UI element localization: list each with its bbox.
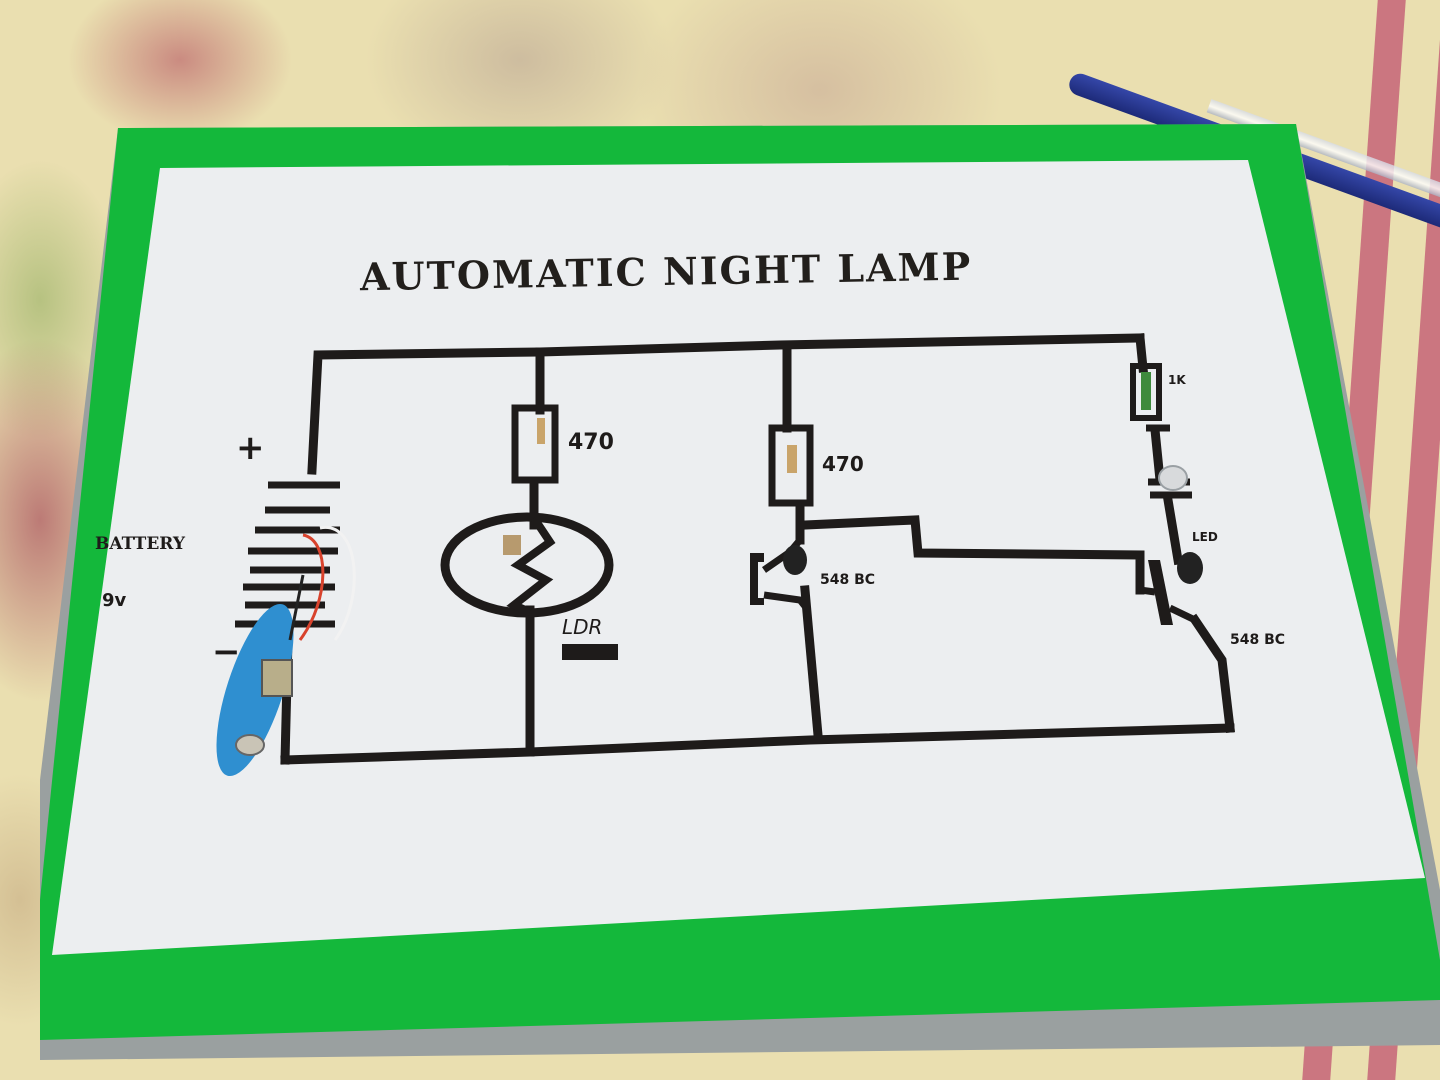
resistor-2-value: 470 <box>822 452 864 476</box>
transistor-2-label: 548 BC <box>1230 632 1286 648</box>
transistor-1-label: 548 BC <box>820 572 876 588</box>
ldr-label: LDR <box>562 615 603 639</box>
ldr-scribble <box>562 644 618 660</box>
resistor-1-value: 470 <box>568 430 614 455</box>
battery-voltage-label: 9v <box>102 590 127 611</box>
led-label: LED <box>1192 530 1218 544</box>
battery-minus-sign: − <box>212 632 241 672</box>
resistor-3-value: 1K <box>1168 373 1186 387</box>
battery-plus-sign: + <box>236 428 265 468</box>
battery-label: BATTERY <box>95 534 186 554</box>
